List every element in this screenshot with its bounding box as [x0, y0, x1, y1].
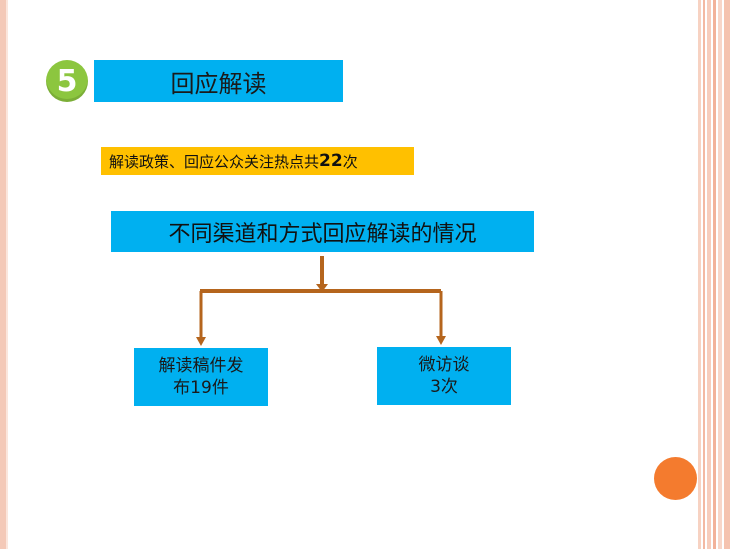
diagram-root-node: 不同渠道和方式回应解读的情况: [111, 211, 534, 252]
decorative-orange-circle: [654, 457, 697, 500]
summary-prefix: 解读政策、回应公众关注热点共: [109, 152, 320, 171]
child-line2: 3次: [430, 377, 458, 397]
section-number-badge: 5: [46, 60, 88, 102]
diagram-child-node-articles: 解读稿件发 布19件: [134, 348, 268, 406]
child-line1: 微访谈: [418, 355, 470, 375]
connector-left-arrow: [196, 337, 206, 346]
child-line1: 解读稿件发: [158, 356, 244, 376]
child-line2: 布19件: [173, 378, 229, 398]
section-title-text: 回应解读: [170, 69, 267, 98]
diagram-child-node-microinterview: 微访谈 3次: [377, 347, 511, 405]
left-border-inner: [6, 0, 8, 549]
summary-count: 22: [319, 151, 343, 171]
right-stripe-decoration: [698, 0, 730, 549]
left-border: [0, 0, 6, 549]
section-title: 回应解读: [94, 60, 343, 102]
connector-trunk-arrow: [316, 284, 328, 292]
summary-suffix: 次: [342, 152, 358, 171]
section-number: 5: [56, 63, 78, 99]
root-node-label: 不同渠道和方式回应解读的情况: [168, 221, 477, 247]
connector-right-arrow: [436, 336, 446, 345]
